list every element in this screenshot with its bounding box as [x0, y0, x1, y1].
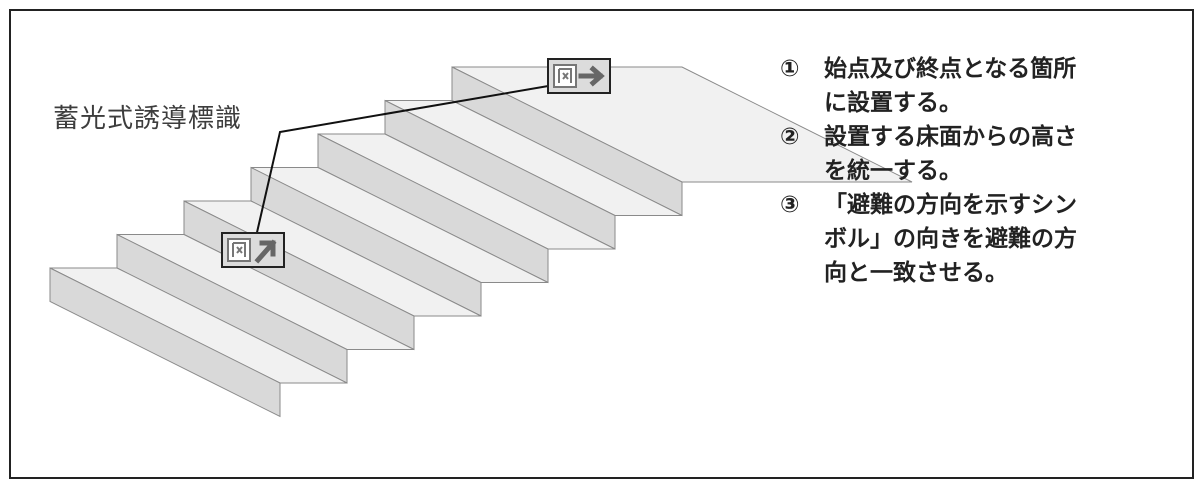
staircase-illustration [49, 58, 913, 418]
bottom-sign [221, 232, 285, 268]
note-text: 設置する床面からの高さ を統一する。 [824, 124, 1077, 184]
notes-list: ① 始点及び終点となる箇所 に設置する。 ② 設置する床面からの高さ を統一する… [780, 52, 1180, 290]
note-item: ② 設置する床面からの高さ を統一する。 [780, 120, 1180, 188]
right-arrow-icon [578, 65, 605, 87]
callout-label: 蓄光式誘導標識 [53, 104, 243, 134]
note-text: 「避難の方向を示すシン ボル」の向きを避難の方 向と一致させる。 [824, 192, 1077, 286]
note-number: ① [780, 56, 800, 82]
note-number: ③ [780, 192, 800, 218]
steps [49, 66, 913, 418]
note-item: ③ 「避難の方向を示すシン ボル」の向きを避難の方 向と一致させる。 [780, 188, 1180, 290]
running-person-icon [227, 238, 251, 262]
note-item: ① 始点及び終点となる箇所 に設置する。 [780, 52, 1180, 120]
up-right-arrow-icon [254, 239, 277, 264]
leader-line [249, 83, 561, 264]
note-text: 始点及び終点となる箇所 に設置する。 [824, 56, 1077, 116]
top-sign [547, 58, 611, 94]
step-riser [49, 267, 281, 418]
note-number: ② [780, 124, 800, 150]
running-person-icon [553, 64, 577, 88]
